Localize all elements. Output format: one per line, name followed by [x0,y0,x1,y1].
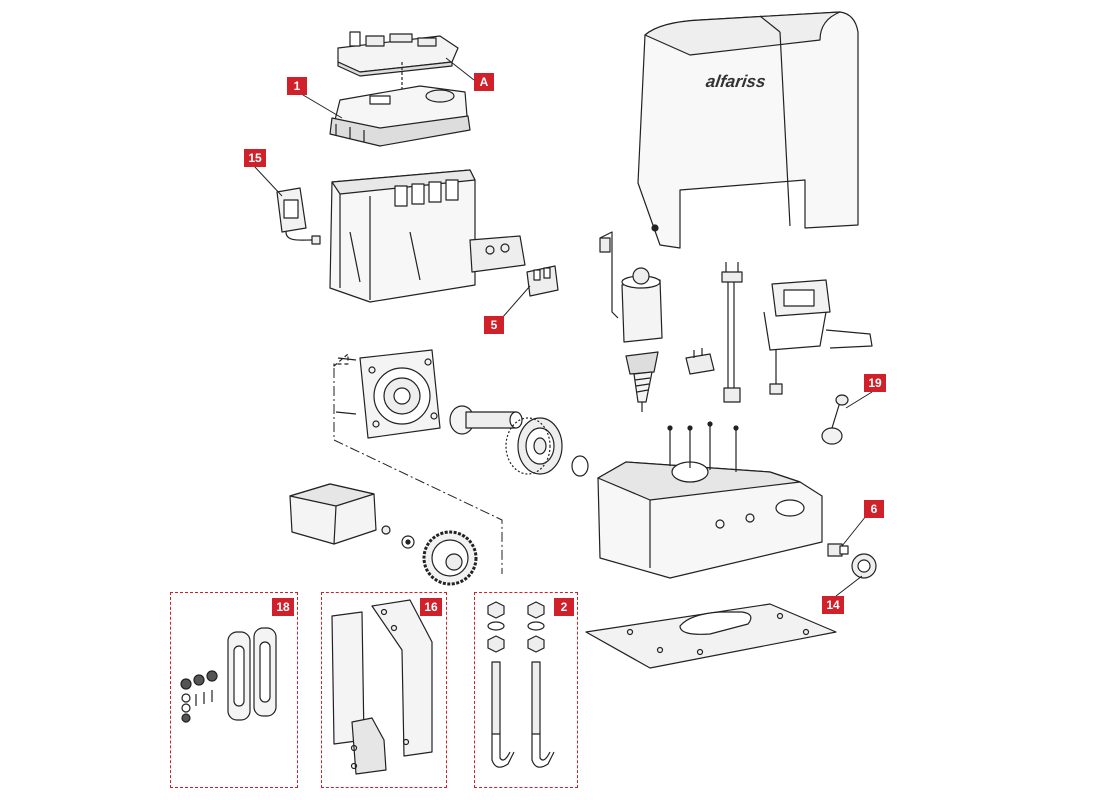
callout-A: A [474,73,494,91]
brand-logo-text: alfariss [704,72,767,91]
motor-unit [599,231,663,412]
kit-box-18 [170,592,298,788]
lock-washer [851,553,877,579]
motor-housing [329,169,526,303]
callout-6: 6 [864,500,884,518]
callout-leaders [253,57,873,597]
limit-magnets [180,627,277,723]
kit-box-16 [321,592,447,788]
callout-1: 1 [287,77,307,95]
callout-15: 15 [244,149,266,167]
board-housing [329,85,471,147]
release-key [821,394,849,445]
release-lock [827,543,849,557]
capacitor-bracket [763,279,873,395]
gear-cover-plate [333,349,441,439]
drive-pinion [381,525,478,586]
gearbox-base [597,421,823,579]
brand-logo: alfariss [705,72,767,92]
callout-5: 5 [484,316,504,334]
circlip [571,455,589,477]
kit-box-2 [474,592,578,788]
connector-block [526,265,559,297]
callout-14: 14 [822,596,844,614]
callout-18: 18 [272,598,294,616]
limit-switch-bracket [276,187,321,245]
mounting-brackets [331,599,433,775]
worm-gear [505,417,563,475]
callout-2: 2 [554,598,574,616]
wiring-harness [721,262,743,403]
base-plate [585,603,837,669]
shaft [449,405,523,435]
terminal-connector [685,348,715,375]
anchor-bolts [487,601,555,768]
pinion-cover [289,483,377,545]
callout-16: 16 [420,598,442,616]
top-cover [637,11,859,249]
callout-19: 19 [864,374,886,392]
